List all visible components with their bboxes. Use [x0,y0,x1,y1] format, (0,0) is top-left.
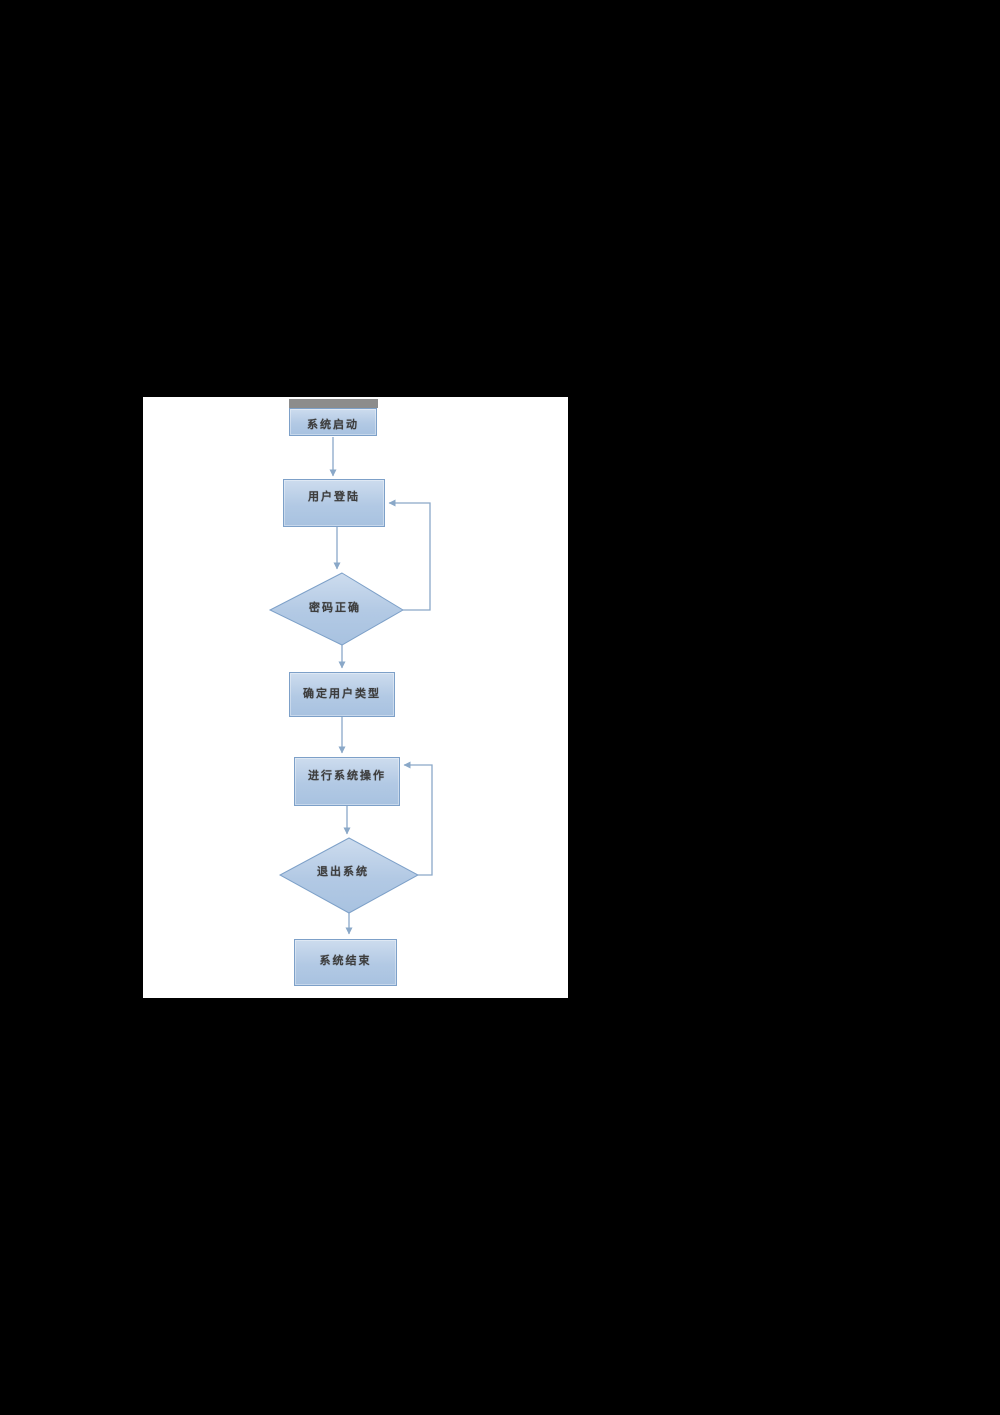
clipped-shape-remnant [289,399,378,408]
flowchart-node-perform-system-operations: 进行系统操作 [294,757,400,806]
node-exit-system-label: 退出系统 [317,866,369,878]
node-user-login-label: 用户登陆 [308,491,360,503]
node-password-correct-label: 密码正确 [309,602,361,614]
flowchart-node-determine-user-type: 确定用户类型 [289,672,395,717]
node-perform-system-operations-label: 进行系统操作 [308,770,386,782]
node-determine-user-type-label: 确定用户类型 [303,688,381,700]
flowchart-node-exit-system [278,837,420,914]
flowchart-node-system-end: 系统结束 [294,939,397,986]
connector-password-loopback-to-login [388,499,431,611]
connector-exit-loopback-to-operations [403,761,433,876]
node-start-label: 系统启动 [307,419,359,431]
flowchart-node-user-login: 用户登陆 [283,479,385,527]
node-system-end-label: 系统结束 [319,955,372,967]
flowchart-canvas: 系统启动 用户登陆 密码正确 确定用户类型 进行系统操作 退出系统 系统结束 [143,397,568,998]
flowchart-connectors [268,437,433,935]
flowchart-node-start: 系统启动 [289,408,377,436]
flowchart-node-password-correct [268,572,404,646]
